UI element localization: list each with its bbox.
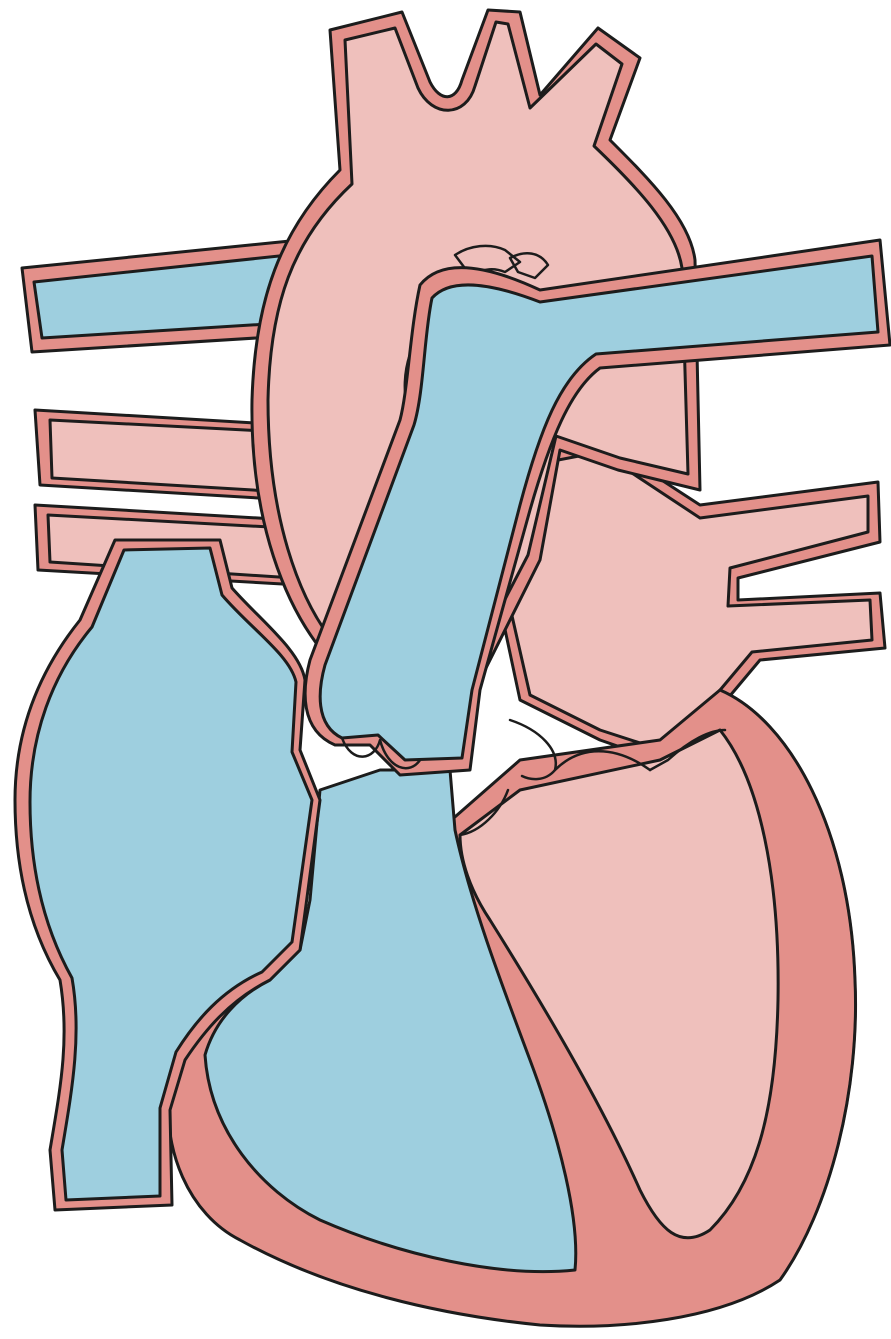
heart-diagram [0,0,891,1339]
